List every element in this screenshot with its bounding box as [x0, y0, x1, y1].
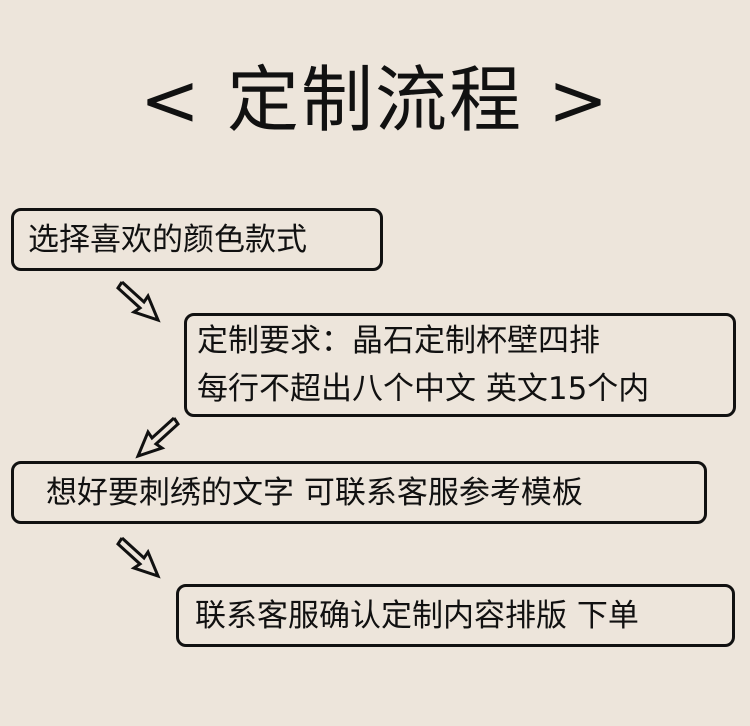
step-1-box: 选择喜欢的颜色款式 — [11, 208, 383, 271]
step-4-text: 联系客服确认定制内容排版 下单 — [195, 597, 639, 634]
step-3-box: 想好要刺绣的文字 可联系客服参考模板 — [11, 461, 707, 524]
step-3-text: 想好要刺绣的文字 可联系客服参考模板 — [46, 474, 583, 511]
step-2-line-1: 定制要求：晶石定制杯壁四排 — [197, 323, 600, 359]
arrow-down-right-icon-1 — [116, 280, 161, 323]
step-2-box: 定制要求：晶石定制杯壁四排 每行不超出八个中文 英文15个内 — [184, 313, 736, 417]
page-title: < 定制流程 > — [139, 58, 611, 142]
arrow-down-left-icon — [135, 416, 180, 459]
step-2-line-2: 每行不超出八个中文 英文15个内 — [197, 371, 650, 407]
step-4-box: 联系客服确认定制内容排版 下单 — [176, 584, 735, 647]
arrow-down-right-icon-2 — [116, 536, 161, 579]
step-1-text: 选择喜欢的颜色款式 — [28, 221, 307, 258]
